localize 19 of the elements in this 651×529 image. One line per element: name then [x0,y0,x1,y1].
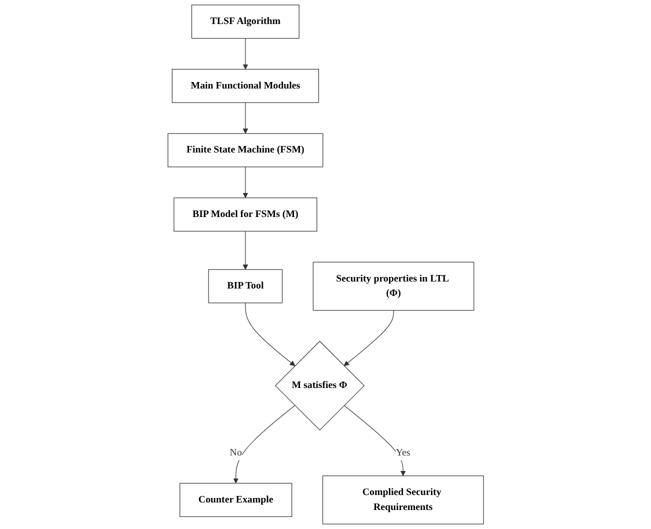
node-box: Counter Example [179,482,292,517]
edge-label: No [230,447,242,458]
node-box: BIP Model for FSMs (M) [173,198,317,232]
node-box: Main Functional Modules [172,68,319,103]
node-box: Complied Security Requirements [322,476,484,524]
arrow [344,310,394,366]
arrow [242,38,248,70]
node-box: TLSF Algorithm [191,4,300,39]
node-box: Finite State Machine (FSM) [167,133,323,168]
arrow [242,230,248,270]
arrow [232,405,295,484]
arrow [242,102,248,134]
node-diamond: M satisfies Φ [274,340,364,431]
arrow [244,302,295,366]
arrow [242,166,248,198]
node-box: Security properties in LTL (Φ) [312,262,474,311]
node-box: BIP Tool [208,269,282,304]
arrow [344,405,406,476]
edge-label: Yes [396,447,410,458]
